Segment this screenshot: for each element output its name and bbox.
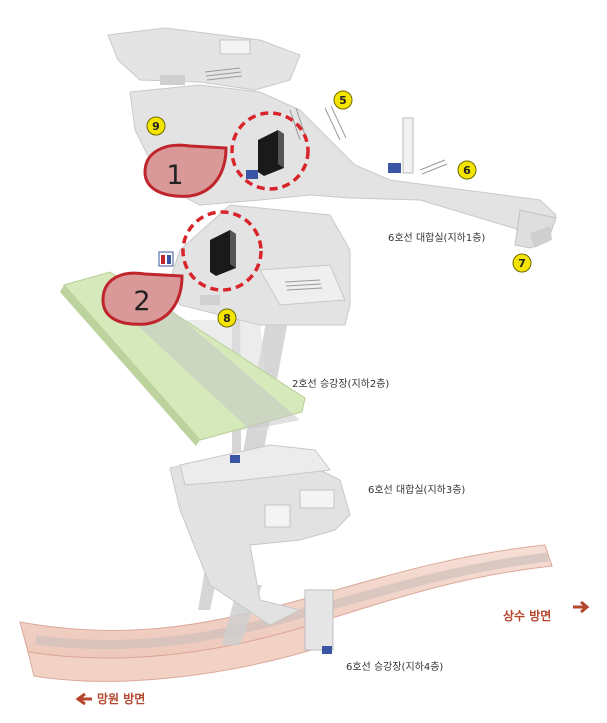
direction-left: 망원 방면	[75, 691, 145, 706]
direction-left-label: 망원 방면	[97, 691, 145, 706]
level-b3-concourse	[169, 444, 351, 626]
restroom-icon	[158, 251, 174, 267]
label-level-b2: 2호선 승강장(지하2층)	[292, 377, 389, 390]
svg-text:6: 6	[463, 164, 471, 177]
exit-badge-9: 9	[146, 116, 166, 136]
exit-badge-7: 7	[512, 253, 532, 273]
level-b4-platform	[19, 544, 553, 682]
elevator-block-2	[181, 210, 263, 292]
marker-1: 1	[143, 143, 228, 198]
marker-2-number: 2	[133, 286, 150, 317]
elevator-icon	[230, 163, 401, 654]
marker-1-number: 1	[166, 160, 183, 191]
arrow-left-icon	[75, 692, 92, 706]
label-level-b4: 6호선 승강장(지하4층)	[346, 660, 443, 673]
label-level-b3: 6호선 대합실(지하3층)	[368, 483, 465, 496]
svg-text:8: 8	[223, 312, 231, 325]
direction-right-label: 상수 방면	[503, 608, 551, 623]
svg-text:5: 5	[339, 94, 347, 107]
arrow-right-icon	[573, 600, 590, 614]
direction-right: 상수 방면	[503, 600, 590, 623]
exit-badge-6: 6	[457, 160, 477, 180]
svg-text:7: 7	[518, 257, 526, 270]
exit-badge-5: 5	[333, 90, 353, 110]
level-b1-concourse	[107, 27, 557, 249]
label-level-b1: 6호선 대합실(지하1층)	[388, 231, 485, 244]
exit-badge-8: 8	[217, 308, 237, 328]
elevator-block-1	[230, 111, 310, 191]
marker-2: 2	[101, 271, 184, 326]
svg-text:9: 9	[152, 120, 160, 133]
